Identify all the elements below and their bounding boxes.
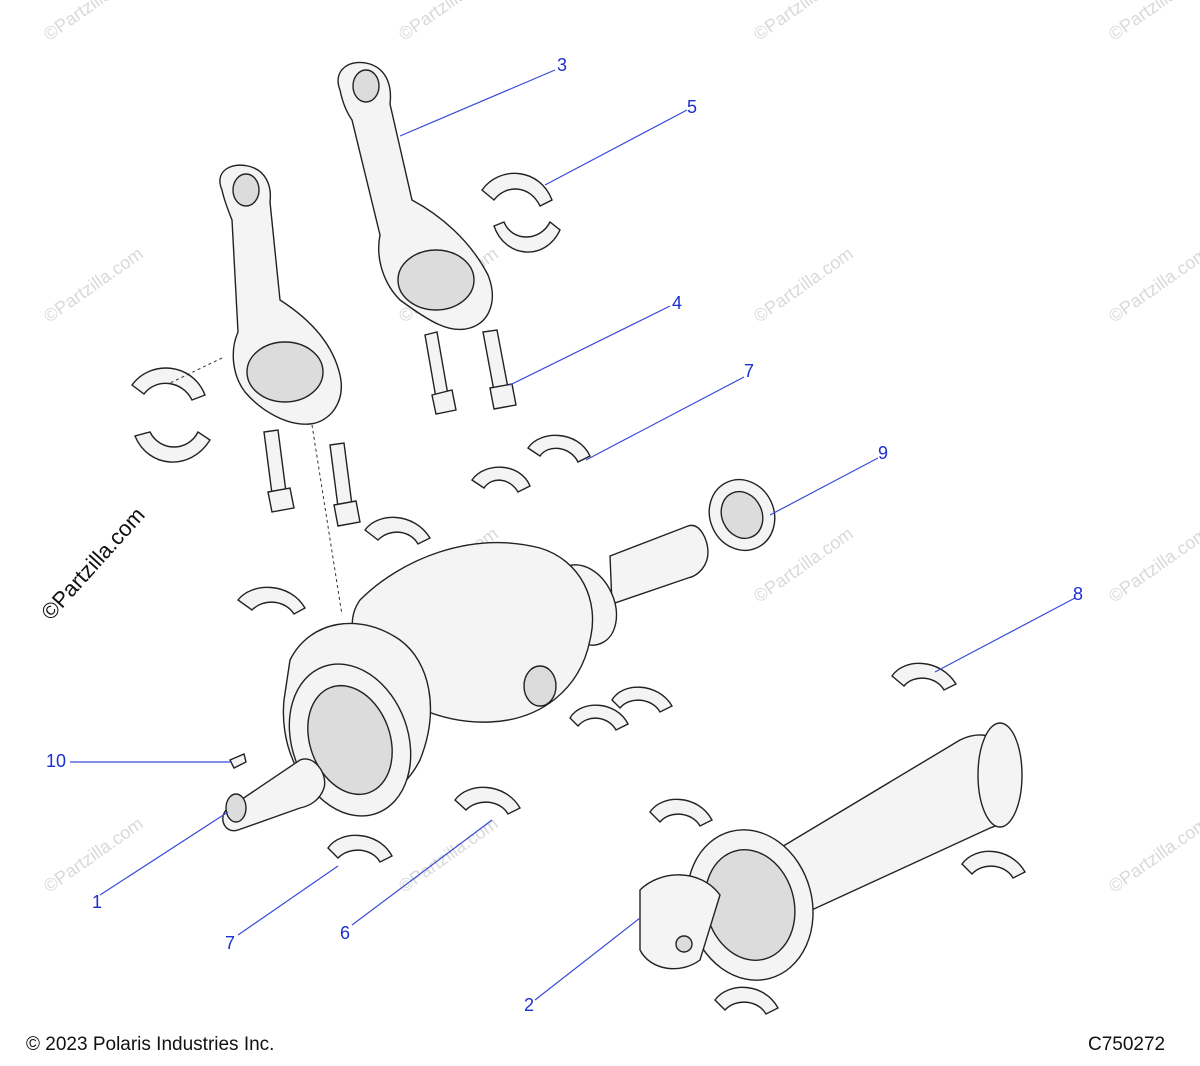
balance-shaft [639,722,1023,981]
callout-3: 3 [557,55,568,75]
callout-2: 2 [524,995,535,1015]
callout-5: 5 [687,97,698,117]
callout-10: 10 [46,751,67,771]
callout-9: 9 [878,443,889,463]
callout-1: 1 [92,892,103,912]
callout-leaders [70,69,1076,1001]
connecting-rod-left [219,164,342,425]
main-bearings-set-7 [236,434,591,615]
callout-4: 4 [672,293,683,313]
woodruff-key [229,753,247,769]
rod-bolts-lower [263,429,361,527]
rod-bearings-lower [131,367,211,463]
callout-7-lower: 7 [225,933,236,953]
main-bearings-lower [327,686,673,863]
callout-6: 6 [340,923,351,943]
balance-shaft-bearings [649,662,1026,1015]
rod-bolts-upper [424,329,517,415]
connecting-rod-right [337,61,493,331]
oil-seal [708,478,776,552]
callout-7-upper: 7 [744,361,755,381]
crankshaft [222,524,709,832]
callout-8: 8 [1073,584,1084,604]
rod-bearings-upper [481,172,561,253]
copyright-text: © 2023 Polaris Industries Inc. [26,1034,275,1055]
diagram-code: C750272 [1088,1034,1166,1055]
